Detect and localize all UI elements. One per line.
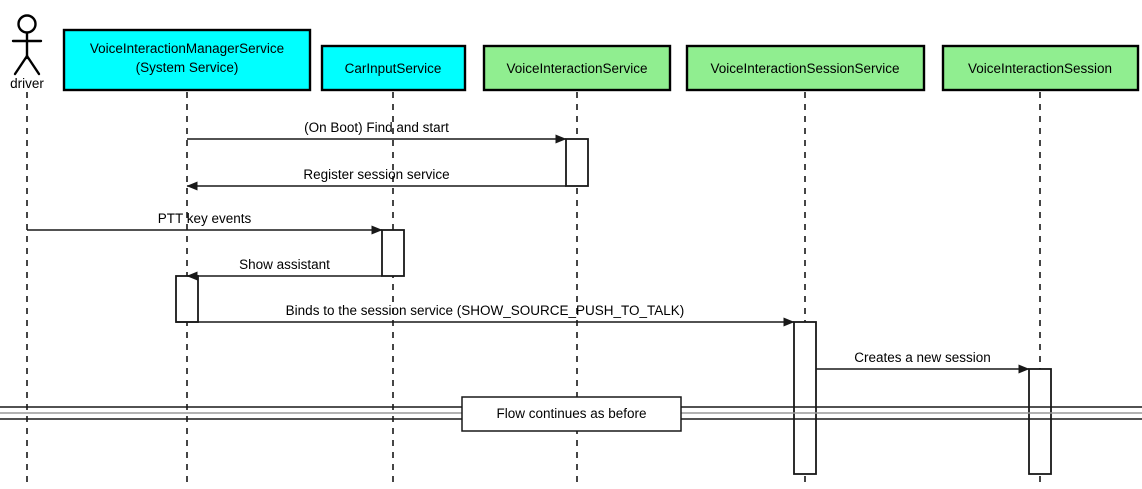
activation-bar-viss — [793, 321, 817, 475]
activation-bars-group — [175, 138, 1052, 475]
message-label-4: Show assistant — [239, 257, 330, 272]
participant-label-vsession: VoiceInteractionSession — [968, 61, 1112, 76]
message-label-1: (On Boot) Find and start — [304, 120, 449, 135]
participant-box-cis[interactable] — [320, 44, 467, 92]
delay-box — [461, 396, 682, 432]
actor-head-icon — [17, 14, 37, 34]
participant-label-vims: VoiceInteractionManagerService — [90, 41, 284, 56]
message-label-3: PTT key events — [158, 211, 252, 226]
participant-label-viss: VoiceInteractionSessionService — [710, 61, 899, 76]
participants-group: VoiceInteractionManagerService (System Se… — [62, 28, 1140, 92]
actor-driver: driver — [10, 14, 44, 91]
activation-bar-vims — [175, 275, 199, 323]
message-label-2: Register session service — [303, 167, 449, 182]
message-label-5: Binds to the session service (SHOW_SOURC… — [286, 303, 685, 318]
delay-divider: Flow continues as before — [0, 396, 1142, 432]
participant-sublabel-vims: (System Service) — [136, 60, 239, 75]
participant-box-vsession[interactable] — [941, 44, 1140, 92]
actor-leg-right-icon — [25, 54, 41, 76]
activation-bar-cis — [381, 229, 405, 277]
delay-label: Flow continues as before — [496, 406, 646, 421]
participant-box-vims[interactable] — [62, 28, 312, 92]
participant-label-cis: CarInputService — [345, 61, 442, 76]
activation-bar-vsession — [1028, 368, 1052, 475]
activation-bar-vis — [565, 138, 589, 187]
message-label-6: Creates a new session — [854, 350, 991, 365]
actor-label-driver: driver — [10, 76, 44, 91]
participant-box-viss[interactable] — [685, 44, 926, 92]
participant-box-vis[interactable] — [482, 44, 672, 92]
participant-label-vis: VoiceInteractionService — [506, 61, 647, 76]
actor-leg-left-icon — [13, 54, 29, 76]
